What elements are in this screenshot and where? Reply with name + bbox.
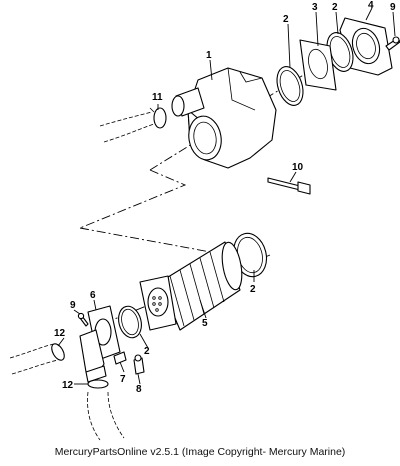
housing bbox=[171, 67, 277, 169]
callout-4: 4 bbox=[368, 0, 374, 11]
callout-8: 8 bbox=[136, 384, 142, 395]
callout-9-top: 9 bbox=[390, 2, 396, 13]
callout-3: 3 bbox=[312, 2, 318, 13]
leader-lines bbox=[57, 7, 396, 385]
callout-10: 10 bbox=[292, 162, 304, 173]
callout-11: 11 bbox=[152, 92, 163, 103]
drain-plug bbox=[113, 351, 127, 365]
callout-labels: 1 2 3 2 4 9 11 10 2 5 6 9 12 2 7 12 8 bbox=[54, 0, 396, 395]
callout-6: 6 bbox=[90, 290, 96, 301]
callout-2-lower-ring: 2 bbox=[144, 346, 150, 357]
bolt bbox=[267, 177, 311, 195]
callout-2-top-left-ring: 2 bbox=[283, 14, 289, 25]
callout-2-top-right-ring: 2 bbox=[332, 2, 338, 13]
callout-12-left: 12 bbox=[54, 328, 66, 339]
screw-top bbox=[385, 36, 400, 51]
gasket bbox=[299, 39, 337, 91]
o-ring-top-left bbox=[276, 66, 304, 106]
callout-2-middle-ring: 2 bbox=[250, 284, 256, 295]
callout-9-lower: 9 bbox=[70, 300, 76, 311]
o-ring-lower bbox=[118, 305, 142, 339]
callout-12-bottom: 12 bbox=[62, 380, 74, 391]
end-cap-elbow bbox=[79, 305, 121, 383]
screw-lower bbox=[77, 312, 89, 327]
callout-1: 1 bbox=[206, 50, 212, 61]
copyright-footer: MercuryPartsOnline v2.5.1 (Image Copyrig… bbox=[54, 446, 346, 458]
o-ring-middle bbox=[232, 232, 268, 278]
hose-clamp-top bbox=[149, 107, 167, 129]
hose-bottom bbox=[87, 391, 125, 441]
hose-clamp-bottom bbox=[87, 379, 109, 389]
hose-bottom-left bbox=[9, 343, 59, 375]
heat-exchanger-core bbox=[139, 241, 243, 331]
callout-5: 5 bbox=[202, 318, 208, 329]
callout-7: 7 bbox=[120, 374, 126, 385]
fitting bbox=[133, 354, 145, 375]
hose-top-left bbox=[99, 111, 155, 143]
